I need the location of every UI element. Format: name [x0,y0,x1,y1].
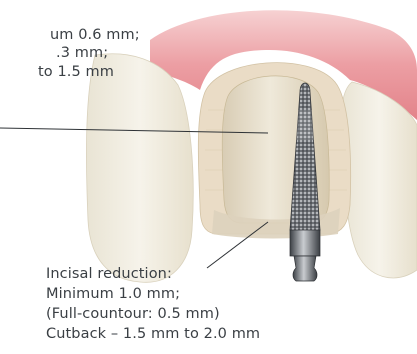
labial-reduction-line-1: um 0.6 mm; [50,26,140,45]
bur-shank [293,256,317,281]
incisal-reduction-cutback: Cutback – 1.5 mm to 2.0 mm [46,325,260,344]
left-tooth-shape [86,54,193,283]
labial-reduction-line-2: .3 mm; [56,44,108,63]
labial-reduction-line-3: to 1.5 mm [38,63,114,82]
incisal-reduction-full-contour: (Full-countour: 0.5 mm) [46,305,220,324]
incisal-reduction-heading: Incisal reduction: [46,265,172,284]
incisal-reduction-minimum: Minimum 1.0 mm; [46,285,180,304]
bur-neck [290,230,320,256]
right-tooth-shape [341,82,417,278]
